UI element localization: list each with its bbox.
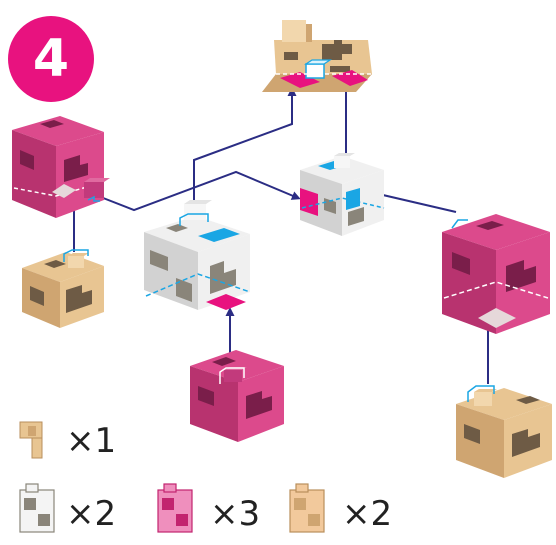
- pink-cube-left: [12, 116, 110, 218]
- white-cube-piece-icon: [19, 483, 55, 533]
- pink-cube-piece-icon: [157, 483, 193, 533]
- part-count-pink-cube: ×3: [210, 494, 261, 534]
- step-number: 4: [32, 29, 70, 89]
- arrow-pink-left-to-white-top: [97, 170, 301, 212]
- part-count-tan-bracket: ×1: [66, 421, 117, 461]
- part-count-white-cube: ×2: [66, 494, 117, 534]
- arrow-white-to-top-assembly: [193, 87, 297, 208]
- white-cube-small: [300, 153, 385, 236]
- pink-cube-right: [442, 214, 550, 334]
- part-count-tan-cube: ×2: [342, 494, 393, 534]
- connector-arrows: [69, 81, 493, 384]
- tan-cube-left: [22, 249, 104, 328]
- pink-cube-bottom: [190, 350, 284, 442]
- step-badge: 4: [8, 16, 94, 102]
- top-tan-assembly: [262, 20, 372, 92]
- tan-cube-bottom-right: [456, 385, 552, 478]
- tan-bracket-piece-icon: [19, 421, 43, 459]
- white-cube-large: [144, 200, 251, 310]
- arrow-pink-right-to-white-small: [367, 188, 457, 213]
- tan-cube-piece-icon: [289, 483, 325, 533]
